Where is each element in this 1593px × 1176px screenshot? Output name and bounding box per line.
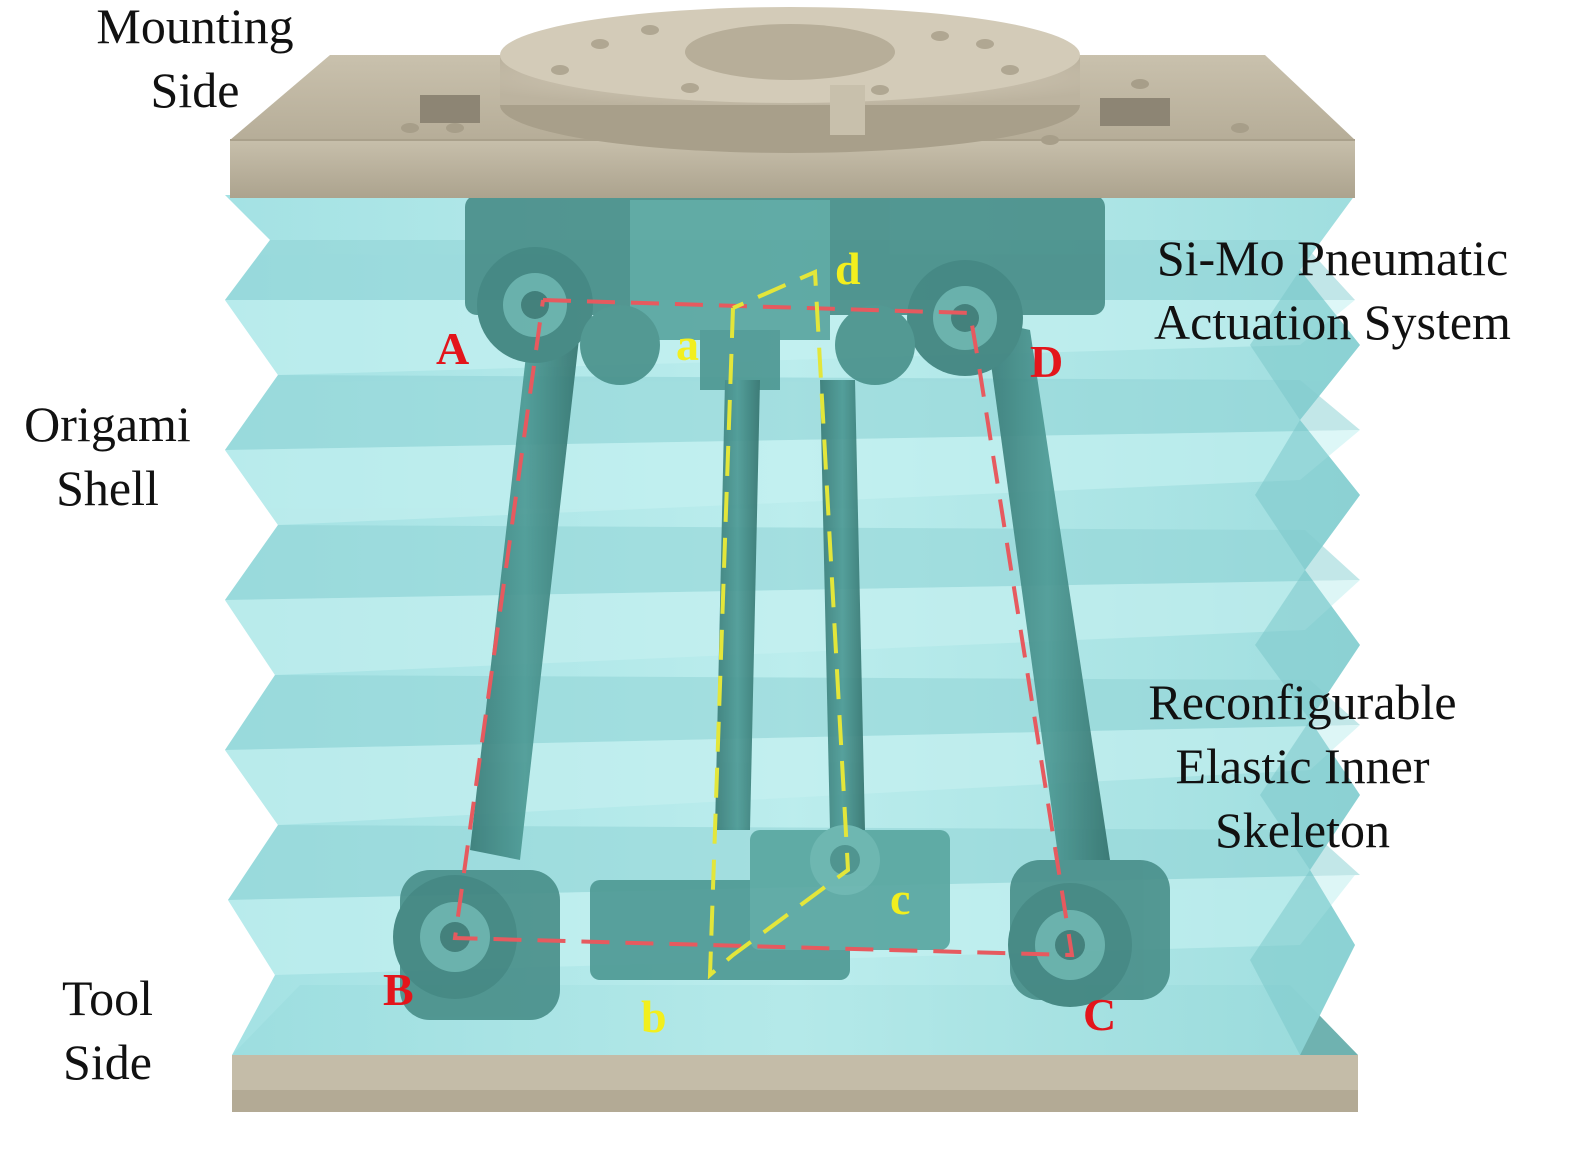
skeleton-line2: Elastic Inner [1175,738,1430,794]
point-b-label: b [641,991,667,1042]
point-C-label: C [1083,989,1117,1040]
origami-shell-line2: Shell [56,460,159,516]
outer-loop-ABCD [452,298,1075,958]
inner-loop-abcd [707,269,851,980]
origami-shell-label: Origami Shell [5,392,210,520]
point-B-label: B [383,964,414,1015]
tool-side-line2: Side [63,1034,152,1090]
actuation-line2: Actuation System [1154,294,1511,350]
point-c-label: c [890,873,911,924]
point-A-label: A [436,323,470,374]
mounting-side-label: Mounting Side [80,0,310,122]
point-a-label: a [676,319,699,370]
tool-side-line1: Tool [62,970,153,1026]
tool-side-label: Tool Side [20,966,195,1094]
point-d-label: d [835,243,861,294]
mounting-plate [230,7,1355,198]
origami-shell-line1: Origami [24,396,191,452]
point-D-label: D [1030,336,1064,387]
mounting-side-line1: Mounting [96,0,294,54]
inner-skeleton-label: Reconfigurable Elastic Inner Skeleton [1130,670,1475,862]
skeleton-line1: Reconfigurable [1148,674,1457,730]
skeleton-line3: Skeleton [1215,802,1390,858]
mounting-side-line2: Side [150,62,240,118]
actuation-line1: Si-Mo Pneumatic [1156,230,1509,286]
actuation-system-label: Si-Mo Pneumatic Actuation System [1125,226,1540,354]
